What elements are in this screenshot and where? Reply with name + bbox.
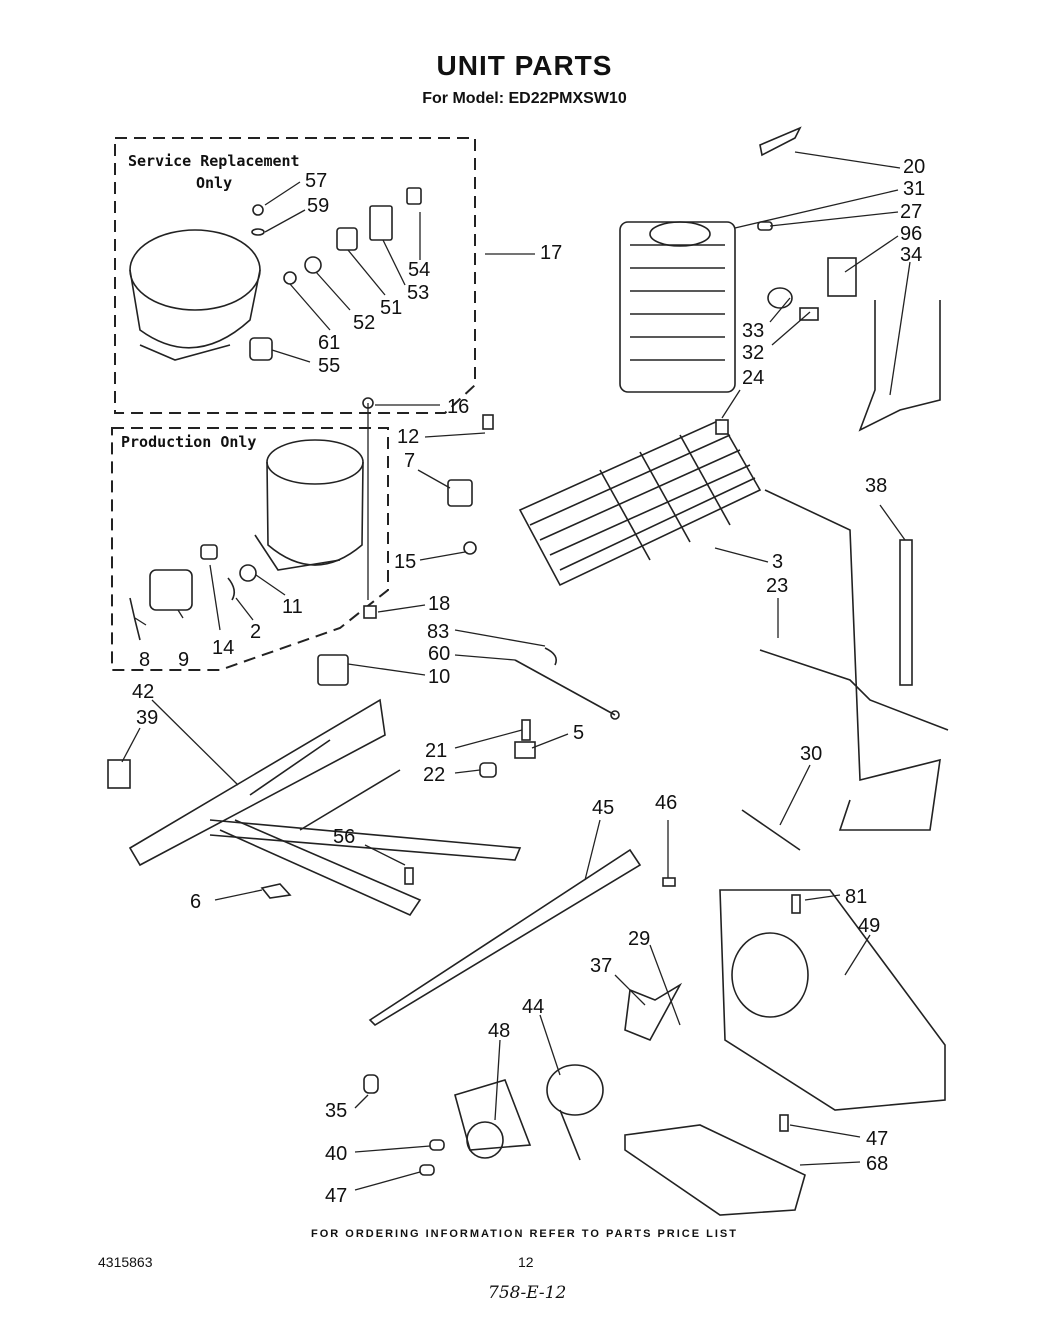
model-subtitle: For Model: ED22PMXSW10 bbox=[422, 90, 627, 107]
callout-60: 60 bbox=[428, 643, 450, 665]
callout-38: 38 bbox=[865, 475, 887, 497]
callout-6: 6 bbox=[190, 891, 201, 913]
callout-29: 29 bbox=[628, 928, 650, 950]
page-number: 12 bbox=[518, 1254, 534, 1270]
callout-23: 23 bbox=[766, 575, 788, 597]
callout-12: 12 bbox=[397, 426, 419, 448]
refrigerant-tubing bbox=[514, 489, 949, 851]
callout-47-right: 47 bbox=[866, 1128, 888, 1150]
callout-8: 8 bbox=[139, 649, 150, 671]
callout-54: 54 bbox=[408, 259, 430, 281]
callout-53: 53 bbox=[407, 282, 429, 304]
callout-21: 21 bbox=[425, 740, 447, 762]
callout-14: 14 bbox=[212, 637, 234, 659]
callout-15: 15 bbox=[394, 551, 416, 573]
callout-48: 48 bbox=[488, 1020, 510, 1042]
condenser-coil bbox=[518, 418, 762, 587]
service-box-label-line2: Only bbox=[196, 174, 232, 192]
callout-9: 9 bbox=[178, 649, 189, 671]
frame-rails bbox=[128, 698, 642, 1027]
callout-18: 18 bbox=[428, 593, 450, 615]
callout-20: 20 bbox=[903, 156, 925, 178]
callout-40: 40 bbox=[325, 1143, 347, 1165]
callout-56: 56 bbox=[333, 826, 355, 848]
callout-46: 46 bbox=[655, 792, 677, 814]
ordering-note: FOR ORDERING INFORMATION REFER TO PARTS … bbox=[311, 1228, 738, 1240]
callout-37: 37 bbox=[590, 955, 612, 977]
callout-2: 2 bbox=[250, 621, 261, 643]
callout-57: 57 bbox=[305, 170, 327, 192]
callout-17: 17 bbox=[540, 242, 562, 264]
callout-31: 31 bbox=[903, 178, 925, 200]
callout-61: 61 bbox=[318, 332, 340, 354]
callout-3: 3 bbox=[772, 551, 783, 573]
callout-59: 59 bbox=[307, 195, 329, 217]
production-box-label: Production Only bbox=[121, 433, 256, 451]
callout-96: 96 bbox=[900, 223, 922, 245]
callout-47-left: 47 bbox=[325, 1185, 347, 1207]
callout-24: 24 bbox=[742, 367, 764, 389]
callout-68: 68 bbox=[866, 1153, 888, 1175]
production-only-box bbox=[111, 427, 389, 671]
fan-assembly bbox=[363, 889, 946, 1216]
callout-10: 10 bbox=[428, 666, 450, 688]
callout-81: 81 bbox=[845, 886, 867, 908]
callout-32: 32 bbox=[742, 342, 764, 364]
callout-11: 11 bbox=[282, 596, 303, 618]
callout-27: 27 bbox=[900, 201, 922, 223]
service-box-label-line1: Service Replacement bbox=[128, 152, 300, 170]
callout-35: 35 bbox=[325, 1100, 347, 1122]
document-number: 4315863 bbox=[98, 1254, 153, 1270]
callout-16: 16 bbox=[447, 396, 469, 418]
callout-5: 5 bbox=[573, 722, 584, 744]
callout-33: 33 bbox=[742, 320, 764, 342]
callout-7: 7 bbox=[404, 450, 415, 472]
callout-83: 83 bbox=[427, 621, 449, 643]
callout-49: 49 bbox=[858, 915, 880, 937]
callout-39: 39 bbox=[136, 707, 158, 729]
callout-34: 34 bbox=[900, 244, 922, 266]
callout-44: 44 bbox=[522, 996, 544, 1018]
handwritten-note: 758-E-12 bbox=[488, 1283, 567, 1303]
callout-51: 51 bbox=[380, 297, 402, 319]
callout-22: 22 bbox=[423, 764, 445, 786]
callout-30: 30 bbox=[800, 743, 822, 765]
callout-42: 42 bbox=[132, 681, 154, 703]
callout-45: 45 bbox=[592, 797, 614, 819]
page-title: UNIT PARTS bbox=[436, 50, 613, 81]
callout-55: 55 bbox=[318, 355, 340, 377]
service-replacement-box bbox=[114, 137, 476, 414]
small-parts bbox=[107, 654, 676, 899]
callout-labels: 20 31 27 96 34 33 32 24 57 59 17 54 53 5… bbox=[132, 156, 925, 1207]
callout-52: 52 bbox=[353, 312, 375, 334]
leader-lines bbox=[121, 151, 911, 1191]
production-compressor bbox=[129, 397, 494, 641]
service-compressor bbox=[129, 187, 422, 361]
